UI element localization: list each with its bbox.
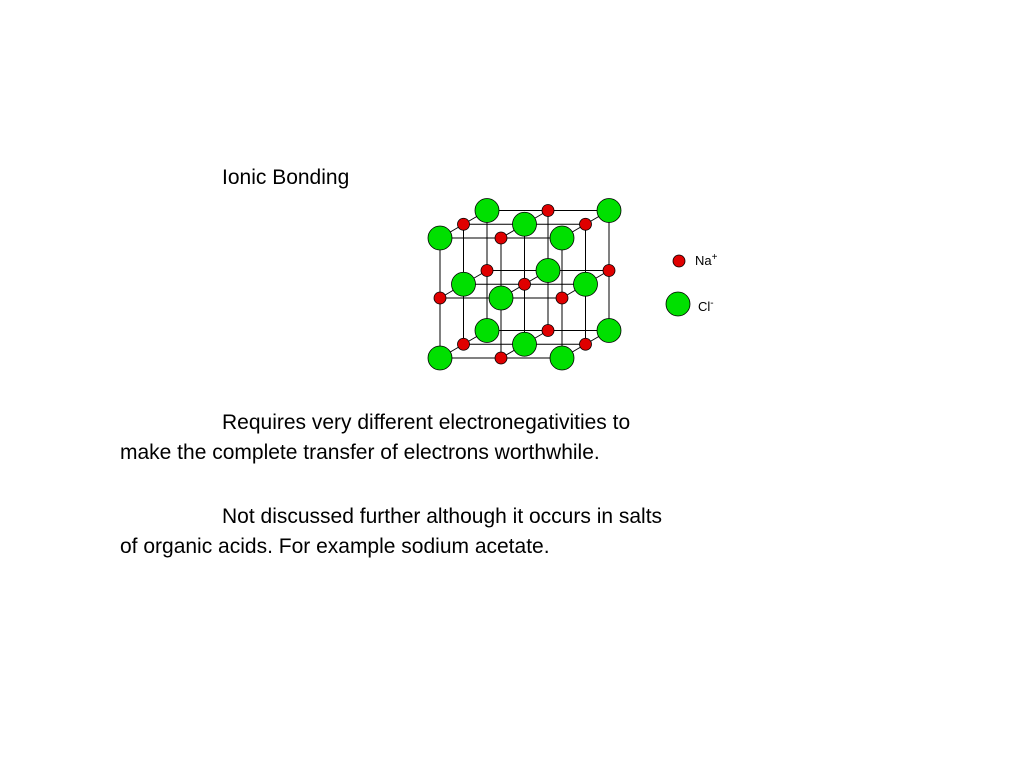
sodium-ion (541, 324, 555, 337)
chloride-ion (573, 271, 598, 297)
chloride-ion (427, 345, 453, 371)
sodium-ion (602, 264, 616, 277)
chloride-ion (549, 225, 575, 251)
chloride-ion (512, 331, 537, 357)
sodium-ion (494, 351, 508, 365)
paragraph-electronegativity: Requires very different electronegativit… (120, 408, 800, 468)
legend-sodium-label: Na+ (695, 252, 718, 268)
chloride-ion (451, 271, 476, 297)
legend-chloride-label: Cl- (698, 298, 714, 314)
chloride-ion (512, 211, 537, 237)
chloride-ion (549, 345, 575, 371)
chloride-ion (488, 285, 514, 311)
sodium-ion (494, 231, 508, 245)
sodium-ion (541, 204, 555, 217)
sodium-ion (457, 217, 470, 231)
chloride-ion (474, 198, 500, 223)
legend: Na+ Cl- (665, 252, 718, 317)
paragraph-line: Requires very different electronegativit… (222, 411, 631, 434)
sodium-ion (579, 217, 592, 231)
slide-title: Ionic Bonding (222, 166, 350, 189)
sodium-ion (555, 291, 569, 305)
sodium-ion (433, 291, 447, 305)
legend-sodium-ion-icon (672, 254, 686, 268)
sodium-ion (518, 277, 531, 291)
chloride-ion (474, 318, 500, 343)
paragraph-line: make the complete transfer of electrons … (120, 441, 600, 464)
chloride-ion (596, 318, 622, 343)
lattice-atoms (427, 198, 622, 371)
chloride-ion (535, 258, 561, 283)
chloride-ion (596, 198, 622, 223)
nacl-lattice-diagram: Na+ Cl- (427, 198, 718, 371)
paragraph-line: Not discussed further although it occurs… (222, 505, 663, 528)
chloride-ion (427, 225, 453, 251)
sodium-ion (457, 337, 470, 351)
legend-chloride-ion-icon (665, 291, 691, 317)
paragraph-line: of organic acids. For example sodium ace… (120, 535, 550, 558)
sodium-ion (579, 337, 592, 351)
sodium-ion (480, 264, 494, 277)
paragraph-salts: Not discussed further although it occurs… (120, 502, 800, 562)
